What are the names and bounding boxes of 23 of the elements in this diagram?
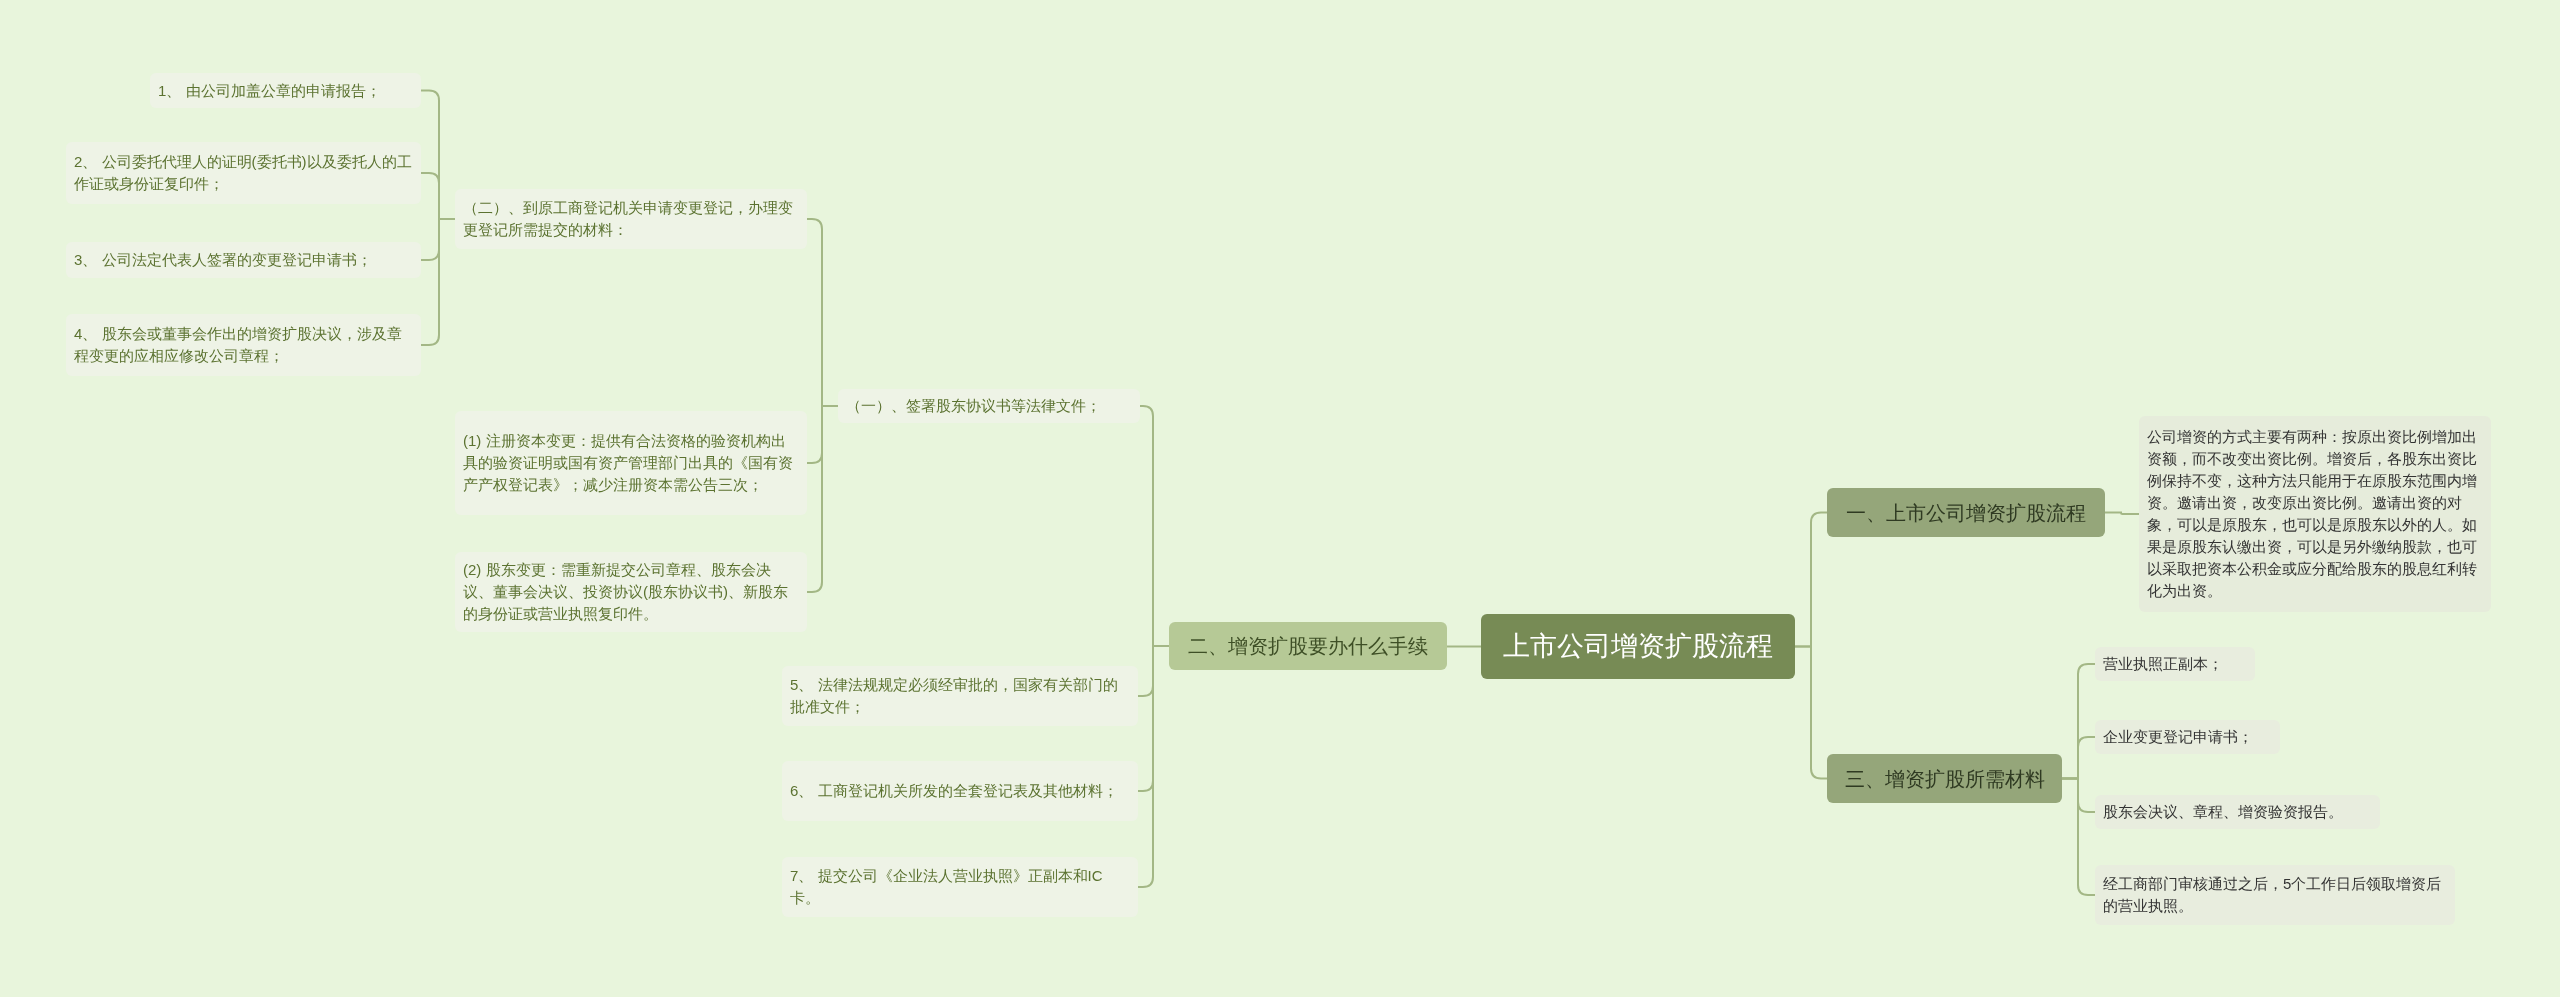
subtopic-text: 营业执照正副本； — [2095, 647, 2255, 681]
subtopic-text: (1) 注册资本变更：提供有合法资格的验资机构出具的验资证明或国有资产管理部门出具的《国有资产产权登记表》；减少注册资本需公告三次； — [455, 411, 807, 515]
subtopic-text: 3、 公司法定代表人签署的变更登记申请书； — [66, 242, 421, 278]
subtopic-text: 4、 股东会或董事会作出的增资扩股决议，涉及章程变更的应相应修改公司章程； — [66, 314, 421, 376]
connector-line — [1446, 645, 1482, 648]
connector-line — [420, 218, 456, 346]
subtopic-text: （一）、签署股东协议书等法律文件； — [838, 389, 1140, 423]
subtopic-text: 7、 提交公司《企业法人营业执照》正副本和IC卡。 — [782, 857, 1138, 917]
connector-line — [2104, 511, 2140, 515]
subtopic-text: 经工商部门审核通过之后，5个工作日后领取增资后的营业执照。 — [2095, 865, 2455, 925]
subtopic-text: 6、 工商登记机关所发的全套登记表及其他材料； — [782, 761, 1138, 821]
subtopic-text: (2) 股东变更：需重新提交公司章程、股东会决议、董事会决议、投资协议(股东协议书)、新股东的身份证或营业执照复印件。 — [455, 552, 807, 632]
subtopic-text: 企业变更登记申请书； — [2095, 720, 2280, 754]
main-topic: 一、上市公司增资扩股流程 — [1827, 488, 2105, 537]
central-topic: 上市公司增资扩股流程 — [1481, 614, 1795, 679]
main-topic: 三、增资扩股所需材料 — [1827, 754, 2062, 803]
subtopic-text: （二）、到原工商登记机关申请变更登记，办理变更登记所需提交的材料： — [455, 189, 807, 249]
note-text: 公司增资的方式主要有两种：按原出资比例增加出资额，而不改变出资比例。增资后，各股东出资比例保持不变，这种方法只能用于在原股东范围内增资。邀请出资，改变原出资比例。邀请出资的对象，可以是原股东，也可以是原股东以外的人。如果是原股东认缴出资，可以是另外缴纳股款，也可以采取把资本公积金或应分配给股东的股息红利转化为出资。 — [2139, 416, 2491, 612]
subtopic-text: 股东会决议、章程、增资验资报告。 — [2095, 795, 2380, 829]
subtopic-text: 2、 公司委托代理人的证明(委托书)以及委托人的工作证或身份证复印件； — [66, 142, 421, 204]
subtopic-text: 5、 法律法规规定必须经审批的，国家有关部门的批准文件； — [782, 666, 1138, 726]
subtopic-text: 1、 由公司加盖公章的申请报告； — [150, 73, 421, 108]
main-topic: 二、增资扩股要办什么手续 — [1169, 622, 1447, 670]
